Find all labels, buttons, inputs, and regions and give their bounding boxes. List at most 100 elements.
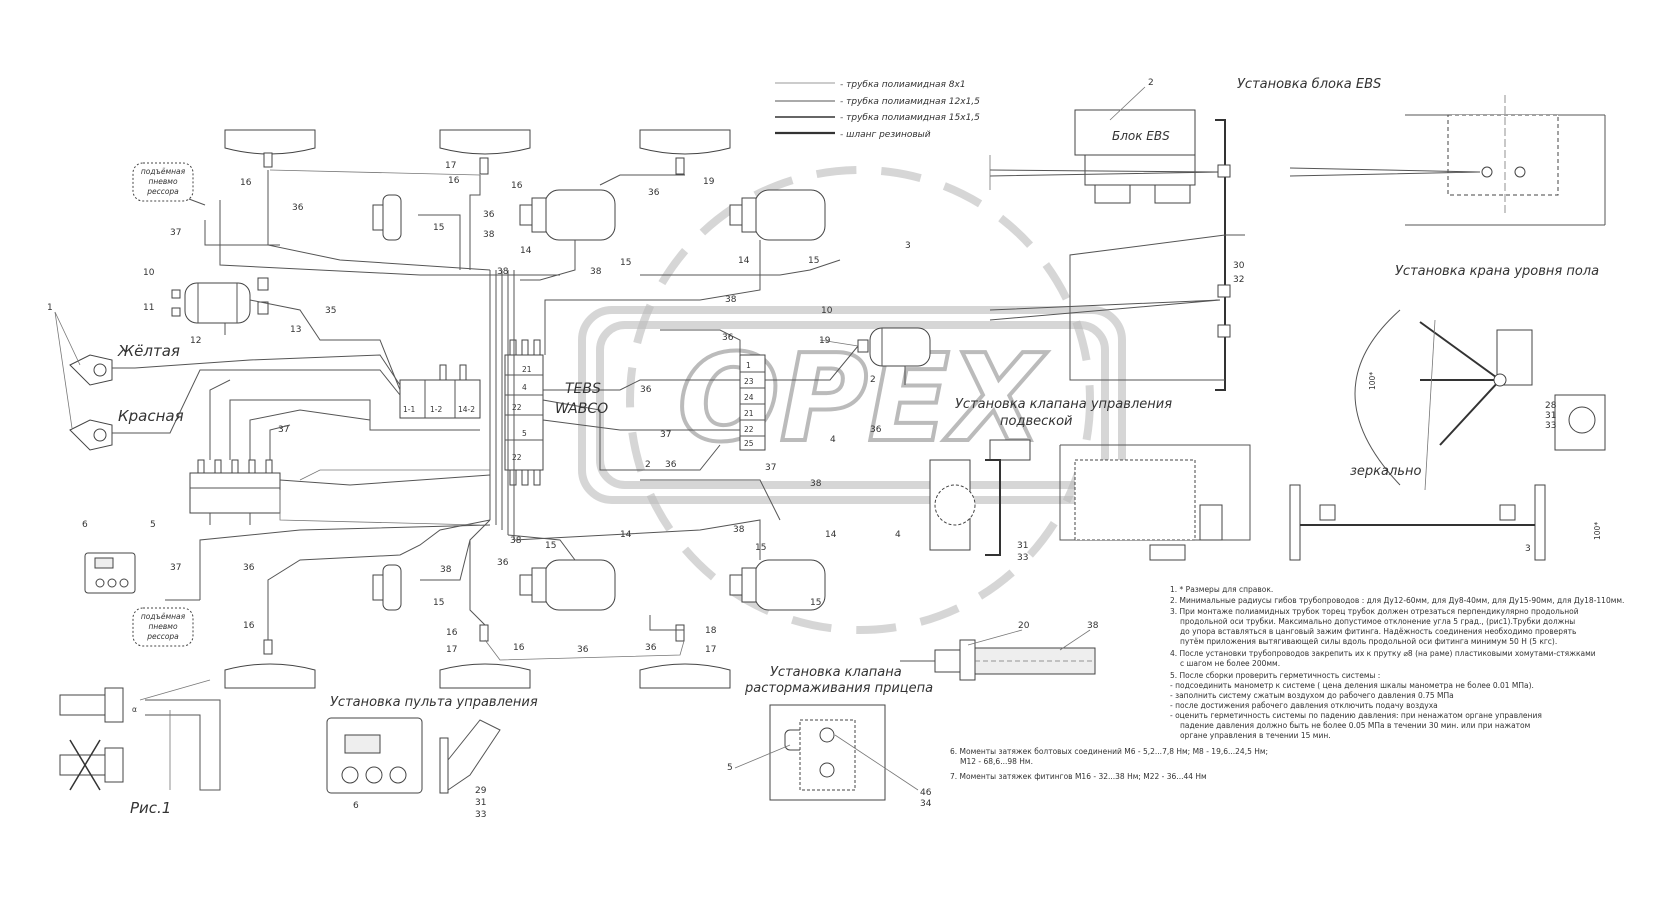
- legend-item: - шланг резиновый: [840, 130, 931, 140]
- svg-text:16: 16: [513, 643, 525, 653]
- svg-text:30: 30: [1233, 261, 1245, 271]
- svg-text:16: 16: [448, 176, 460, 186]
- svg-text:36: 36: [483, 210, 495, 220]
- svg-text:10: 10: [143, 268, 155, 278]
- svg-text:15: 15: [810, 598, 821, 608]
- svg-text:13: 13: [290, 325, 301, 335]
- lift-air-spring-top: подъёмная пневмо рессора: [132, 162, 194, 202]
- svg-text:38: 38: [510, 536, 522, 546]
- svg-text:- подсоединить манометр к сист: - подсоединить манометр к системе ( цена…: [1170, 681, 1534, 690]
- svg-text:100*: 100*: [1593, 522, 1602, 540]
- reservoir-small: [857, 327, 931, 385]
- svg-text:20: 20: [1018, 621, 1030, 631]
- svg-text:рессора: рессора: [146, 632, 179, 641]
- legend: - трубка полиамидная 8х1 - трубка полиам…: [775, 80, 980, 140]
- svg-text:19: 19: [703, 177, 715, 187]
- control-panel-install: 6 29 31 33: [326, 717, 501, 820]
- port-label: 21: [744, 409, 754, 418]
- port-label: 1-1: [403, 405, 415, 414]
- svg-text:36: 36: [870, 425, 882, 435]
- svg-text:пневмо: пневмо: [148, 622, 177, 631]
- watermark-gear: [578, 166, 1126, 634]
- port-label: 21: [522, 365, 532, 374]
- svg-text:1: 1: [47, 303, 53, 313]
- pipes: [134, 169, 859, 661]
- svg-text:15: 15: [433, 223, 444, 233]
- svg-text:38: 38: [1087, 621, 1099, 631]
- svg-text:- оценить герметичность систем: - оценить герметичность системы по паден…: [1170, 711, 1542, 720]
- tebs-modulator: 21 4 22 5 22: [504, 339, 544, 486]
- svg-text:14: 14: [520, 246, 532, 256]
- svg-text:пневмо: пневмо: [148, 177, 177, 186]
- svg-text:до упора вставляться в цанговы: до упора вставляться в цанговый зажим фи…: [1180, 627, 1576, 636]
- port-label: 1: [746, 361, 751, 370]
- port-label: 22: [512, 403, 522, 412]
- svg-text:путём приложения вытягивающей: путём приложения вытягивающей силы вдоль…: [1180, 637, 1557, 646]
- svg-text:31: 31: [1545, 411, 1556, 421]
- floor-valve-title: Установка крана уровня пола: [1395, 264, 1599, 279]
- svg-text:продольной оси трубки. Максима: продольной оси трубки. Максимально допус…: [1180, 617, 1575, 626]
- wheels: [224, 129, 731, 689]
- svg-text:38: 38: [725, 295, 737, 305]
- svg-text:подъёмная: подъёмная: [141, 612, 186, 621]
- svg-text:28: 28: [1545, 401, 1557, 411]
- svg-text:36: 36: [577, 645, 589, 655]
- susp-valve-title-2: подвеской: [1000, 414, 1073, 429]
- port-label: 22: [512, 453, 522, 462]
- svg-text:31: 31: [475, 798, 486, 808]
- brake-chambers: [372, 189, 826, 611]
- fig-caption: Рис.1: [130, 799, 171, 817]
- svg-text:12: 12: [190, 336, 201, 346]
- svg-text:46: 46: [920, 788, 932, 798]
- svg-text:1. * Размеры для справок.: 1. * Размеры для справок.: [1170, 585, 1273, 594]
- svg-text:2. Минимальные радиусы гибов т: 2. Минимальные радиусы гибов трубопровод…: [1170, 596, 1624, 605]
- svg-text:31: 31: [1017, 541, 1028, 551]
- svg-text:14: 14: [825, 530, 837, 540]
- release-valve-install: 5 46 34: [727, 704, 932, 809]
- svg-text:36: 36: [645, 643, 657, 653]
- svg-text:36: 36: [648, 188, 660, 198]
- svg-text:10: 10: [821, 306, 833, 316]
- svg-text:рессора: рессора: [146, 187, 179, 196]
- susp-valve-install: 31 33 4: [895, 439, 1251, 563]
- svg-text:- после достижения рабочего да: - после достижения рабочего давления отк…: [1170, 701, 1438, 710]
- lift-air-spring-bottom: подъёмная пневмо рессора: [132, 607, 194, 647]
- svg-text:3: 3: [905, 241, 911, 251]
- svg-text:35: 35: [325, 306, 336, 316]
- svg-text:17: 17: [446, 645, 457, 655]
- svg-text:6: 6: [82, 520, 88, 530]
- red-line-label: Красная: [118, 407, 184, 425]
- svg-text:6. Моменты затяжек болтовых со: 6. Моменты затяжек болтовых соединений М…: [950, 747, 1268, 756]
- svg-text:32: 32: [1233, 275, 1244, 285]
- port-label: 4: [522, 383, 527, 392]
- port-label: 23: [744, 377, 754, 386]
- svg-text:38: 38: [497, 267, 509, 277]
- pipe-fitting-detail: 20 38: [900, 621, 1099, 681]
- ebs-install-title: Установка блока EBS: [1237, 77, 1381, 92]
- release-valve-title-2: растормаживания прицепа: [744, 681, 933, 696]
- svg-text:подъёмная: подъёмная: [141, 167, 186, 176]
- svg-text:органе управления в течении 15: органе управления в течении 15 мин.: [1180, 731, 1331, 740]
- svg-text:15: 15: [755, 543, 766, 553]
- svg-text:2: 2: [870, 375, 876, 385]
- callouts: 1 10 11 12 13 35 16 36 37 15 17 16 16 36…: [47, 161, 911, 655]
- svg-text:11: 11: [143, 303, 154, 313]
- svg-text:с шагом не более 200мм.: с шагом не более 200мм.: [1180, 659, 1280, 668]
- svg-text:5. После сборки проверить гер: 5. После сборки проверить герметичность …: [1170, 671, 1380, 680]
- svg-text:33: 33: [1545, 421, 1556, 431]
- tebs-label: TEBS: [565, 381, 601, 397]
- svg-text:29: 29: [475, 786, 487, 796]
- svg-text:38: 38: [733, 525, 745, 535]
- svg-text:4: 4: [830, 435, 836, 445]
- svg-text:16: 16: [240, 178, 252, 188]
- svg-text:36: 36: [640, 385, 652, 395]
- port-label: 22: [744, 425, 754, 434]
- svg-text:16: 16: [446, 628, 458, 638]
- ebs-installation: [989, 95, 1606, 391]
- release-valve-title-1: Установка клапана: [770, 665, 902, 680]
- distribution-manifold: [189, 459, 281, 525]
- susp-valve-title-1: Установка клапана управления: [955, 397, 1172, 412]
- svg-text:36: 36: [292, 203, 304, 213]
- control-panel-title: Установка пульта управления: [330, 695, 538, 710]
